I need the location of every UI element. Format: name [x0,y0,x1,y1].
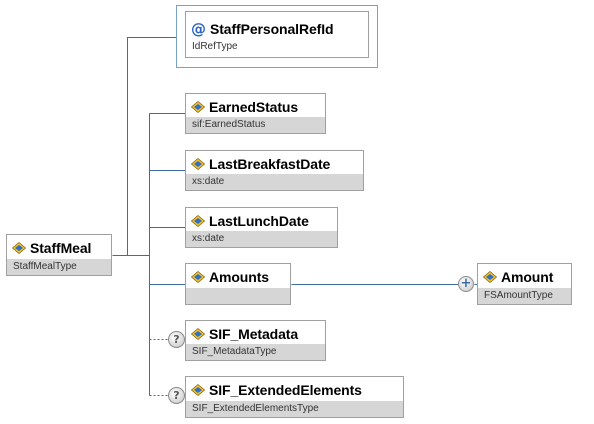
staffpersonalrefid-type: IdRefType [186,39,368,57]
element-icon [191,215,205,227]
root-to-attribute-line [112,37,177,256]
element-icon [191,384,205,396]
amount-name: Amount [501,269,554,285]
sif-extendedelements-node[interactable]: SIF_ExtendedElements SIF_ExtendedElement… [185,376,404,418]
amounts-name: Amounts [209,269,269,285]
lastlunchdate-name: LastLunchDate [209,213,309,229]
optional-icon: ? [168,387,185,404]
lastbreakfastdate-type: xs:date [186,174,363,190]
element-icon [191,158,205,170]
amounts-node[interactable]: Amounts [185,263,291,305]
element-icon [191,328,205,340]
sif-extendedelements-name: SIF_ExtendedElements [209,382,362,398]
element-icon [483,271,497,283]
sif-metadata-type: SIF_MetadataType [186,344,325,360]
element-icon [191,101,205,113]
sif-metadata-name: SIF_Metadata [209,326,299,342]
sif-extendedelements-type: SIF_ExtendedElementsType [186,401,403,417]
element-icon [191,271,205,283]
amount-type: FSAmountType [478,288,571,304]
lastlunchdate-node[interactable]: LastLunchDate xs:date [185,207,338,248]
amounts-type [186,288,290,304]
amount-node[interactable]: Amount FSAmountType [477,263,572,305]
staffpersonalrefid-name: StaffPersonalRefId [210,21,334,37]
lastbreakfastdate-node[interactable]: LastBreakfastDate xs:date [185,150,364,191]
sif-metadata-node[interactable]: SIF_Metadata SIF_MetadataType [185,320,326,361]
attribute-icon: @ [191,19,206,38]
lastlunchdate-type: xs:date [186,231,337,247]
staffmeal-name: StaffMeal [30,240,92,256]
expand-plus-icon[interactable]: + [458,276,474,292]
staffmeal-type: StaffMealType [7,259,111,275]
staffpersonalrefid-node[interactable]: @ StaffPersonalRefId IdRefType [185,11,369,58]
earnedstatus-name: EarnedStatus [209,99,299,115]
lastbreakfastdate-name: LastBreakfastDate [209,156,331,172]
element-icon [12,242,26,254]
earnedstatus-type: sif:EarnedStatus [186,117,325,133]
earnedstatus-node[interactable]: EarnedStatus sif:EarnedStatus [185,93,326,134]
optional-icon: ? [168,331,185,348]
staffmeal-node[interactable]: StaffMeal StaffMealType [6,234,112,276]
